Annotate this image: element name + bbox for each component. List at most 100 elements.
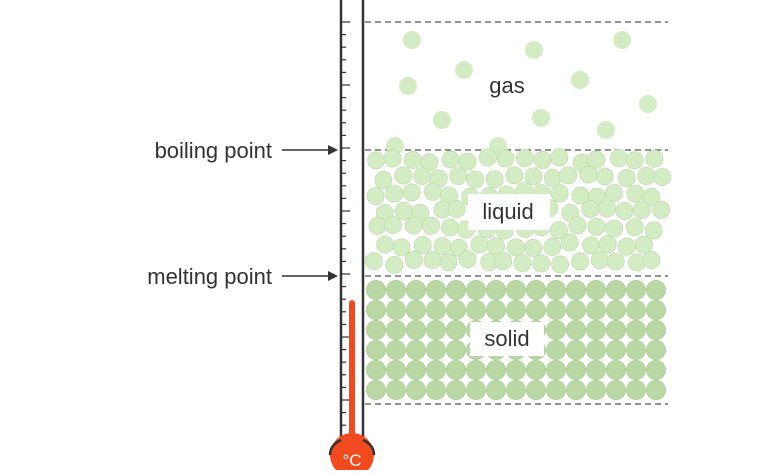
solid-particle — [586, 380, 606, 400]
liquid-particle — [615, 201, 634, 220]
boiling-point-label: boiling point — [155, 138, 272, 163]
liquid-particle — [505, 166, 524, 185]
liquid-particle — [644, 221, 663, 240]
solid-particle — [466, 380, 486, 400]
solid-particle — [546, 300, 566, 320]
gas-label-bg — [476, 68, 538, 102]
solid-particle — [446, 320, 466, 340]
melting-point-pointer: melting point — [147, 264, 338, 289]
solid-particle — [386, 320, 406, 340]
solid-particles — [366, 280, 666, 400]
gas-particle — [399, 77, 417, 95]
solid-particle — [626, 300, 646, 320]
solid-particle — [366, 340, 386, 360]
solid-label: solid — [484, 326, 529, 351]
liquid-particle — [423, 251, 442, 269]
solid-label-bg — [470, 322, 544, 356]
solid-particle — [466, 360, 486, 380]
liquid-particle — [487, 237, 505, 256]
liquid-particle — [532, 254, 551, 273]
liquid-particle — [581, 199, 600, 218]
solid-particle — [606, 340, 626, 360]
solid-particle — [586, 300, 606, 320]
liquid-particle — [403, 151, 422, 169]
solid-particle — [506, 280, 526, 300]
liquid-particle — [559, 166, 578, 185]
region-labels: gas liquid solid — [468, 68, 550, 356]
gas-particle — [613, 31, 631, 49]
solid-particle — [566, 280, 586, 300]
liquid-particle — [368, 216, 387, 235]
liquid-particle — [587, 150, 606, 169]
liquid-particle — [402, 183, 421, 202]
solid-particle — [406, 340, 426, 360]
solid-particle — [486, 280, 506, 300]
liquid-particle — [571, 252, 589, 271]
solid-particle — [446, 380, 466, 400]
solid-particle — [546, 360, 566, 380]
solid-particle — [626, 320, 646, 340]
solid-particle — [426, 340, 446, 360]
liquid-particle — [595, 167, 614, 186]
liquid-particle — [653, 168, 672, 186]
solid-particle — [646, 340, 666, 360]
liquid-particle — [543, 168, 562, 187]
liquid-particle — [449, 167, 468, 186]
liquid-particle — [637, 166, 656, 185]
solid-particle — [586, 360, 606, 380]
solid-particle — [526, 300, 546, 320]
solid-particle — [426, 320, 446, 340]
liquid-particle — [625, 218, 644, 237]
liquid-particle — [470, 235, 489, 254]
solid-particle — [626, 360, 646, 380]
solid-particle — [646, 380, 666, 400]
solid-particle — [626, 280, 646, 300]
liquid-particle — [383, 149, 402, 168]
solid-particle — [426, 300, 446, 320]
liquid-particle — [404, 250, 423, 269]
solid-particle — [606, 280, 626, 300]
solid-particle — [606, 360, 626, 380]
liquid-particle — [587, 217, 606, 236]
solid-particle — [386, 300, 406, 320]
liquid-particle — [422, 216, 440, 235]
solid-particle — [506, 360, 526, 380]
boiling-point-pointer: boiling point — [155, 138, 338, 163]
solid-particle — [366, 380, 386, 400]
liquid-particle — [617, 237, 636, 256]
solid-particle — [586, 280, 606, 300]
solid-particle — [546, 380, 566, 400]
gas-particle — [597, 121, 615, 139]
solid-particle — [626, 340, 646, 360]
liquid-particle — [645, 149, 664, 168]
liquid-particle — [625, 151, 644, 170]
solid-particle — [366, 360, 386, 380]
unit-label: °C — [342, 451, 361, 470]
liquid-particle — [543, 238, 562, 256]
gas-particles — [386, 31, 657, 155]
thermometer-ticks — [341, 21, 350, 451]
liquid-particle — [550, 184, 569, 203]
solid-particle — [406, 300, 426, 320]
liquid-particle — [550, 221, 568, 240]
solid-particle — [386, 340, 406, 360]
solid-particle — [546, 280, 566, 300]
liquid-particle — [496, 149, 515, 168]
liquid-particle — [605, 219, 624, 238]
solid-particle — [486, 360, 506, 380]
liquid-particle — [394, 166, 413, 185]
liquid-particle — [364, 252, 383, 271]
liquid-particle — [642, 251, 661, 269]
liquid-particle — [609, 149, 628, 168]
liquid-particle — [635, 235, 653, 254]
liquid-particle — [458, 152, 477, 171]
gas-particle — [571, 71, 589, 89]
mercury-column — [349, 300, 355, 445]
gas-particle — [455, 61, 473, 79]
solid-particle — [526, 360, 546, 380]
solid-particle — [446, 340, 466, 360]
liquid-particle — [524, 167, 543, 186]
liquid-particle — [533, 150, 552, 169]
solid-particle — [366, 300, 386, 320]
